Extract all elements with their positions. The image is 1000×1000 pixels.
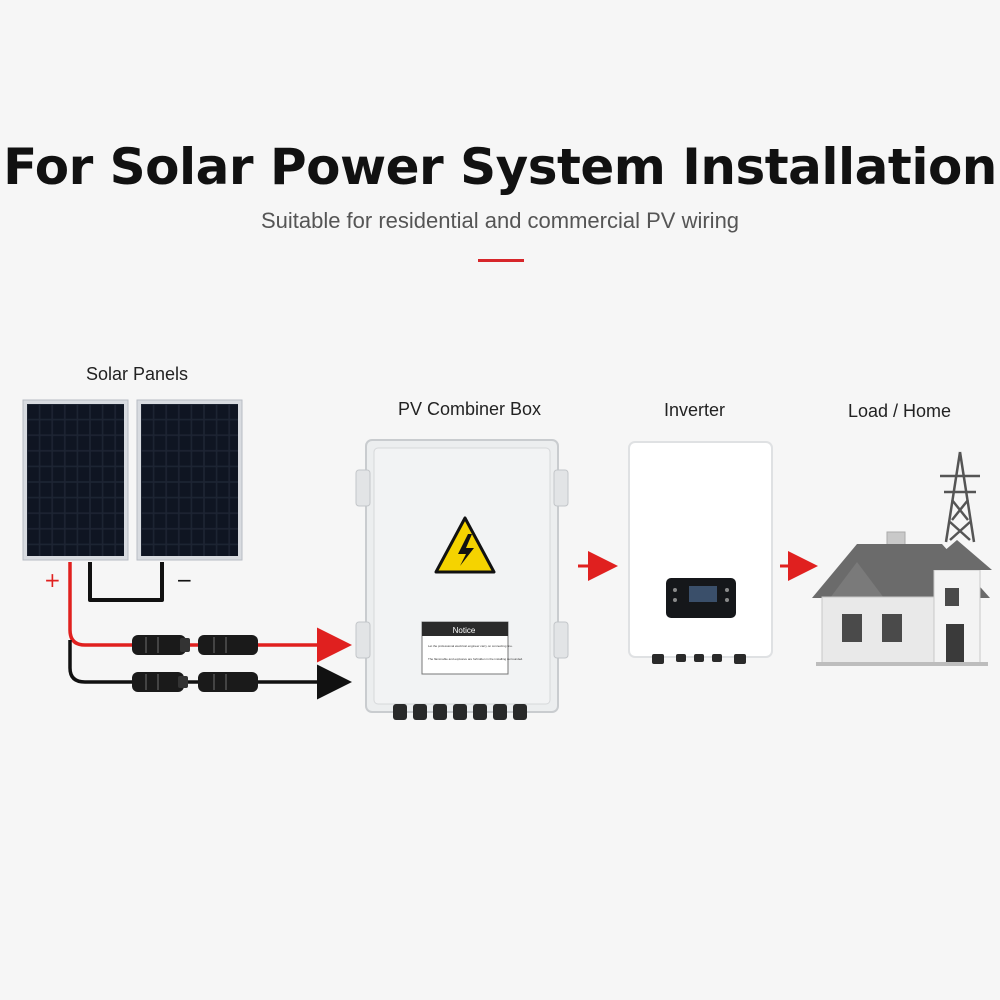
mc4-connector-icon xyxy=(198,635,258,655)
page-title: For Solar Power System Installation xyxy=(3,138,997,196)
panel-jumper-wire xyxy=(88,562,164,602)
house-icon xyxy=(812,531,992,666)
notice-line-1: Let the professional electrical engineer… xyxy=(428,644,513,648)
notice-line-2: The flammable and explosive are forbidde… xyxy=(428,657,523,661)
label-inverter: Inverter xyxy=(664,400,726,420)
power-tower-icon xyxy=(940,451,980,543)
positive-wire xyxy=(68,562,352,663)
label-solar-panels: Solar Panels xyxy=(86,364,189,384)
notice-label: Notice Let the professional electrical e… xyxy=(421,621,523,675)
page-subtitle: Suitable for residential and commercial … xyxy=(260,208,740,233)
negative-wire xyxy=(68,640,352,700)
solar-panel-icon xyxy=(22,399,129,561)
mc4-connector-icon xyxy=(132,635,190,655)
accent-divider xyxy=(478,259,524,262)
mc4-connector-icon xyxy=(132,672,188,692)
label-load-home: Load / Home xyxy=(848,401,952,421)
notice-heading: Notice xyxy=(453,626,476,635)
solar-panel-icon xyxy=(136,399,243,561)
positive-mark: + xyxy=(44,568,61,592)
warning-triangle-icon xyxy=(434,516,496,574)
mc4-connector-icon xyxy=(198,672,258,692)
combiner-box-icon xyxy=(355,439,569,720)
inverter-icon xyxy=(628,441,773,664)
negative-mark: − xyxy=(176,568,193,592)
label-combiner-box: PV Combiner Box xyxy=(398,399,542,419)
